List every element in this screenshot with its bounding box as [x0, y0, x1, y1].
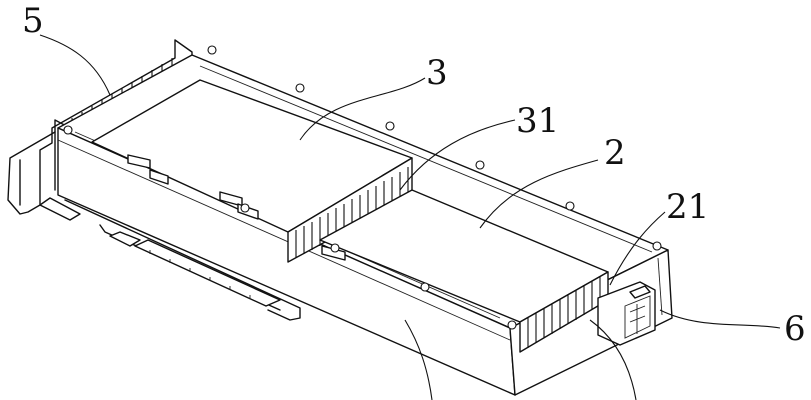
screw [565, 201, 575, 211]
callout-31: 31 [516, 101, 559, 141]
screw [240, 203, 250, 213]
heatsink-fins-21 [527, 276, 601, 348]
screw [507, 320, 517, 330]
screw [420, 282, 430, 292]
power-connector-6 [597, 281, 656, 346]
screw [295, 83, 305, 93]
screw [63, 125, 73, 135]
callout-6: 6 [784, 309, 806, 349]
heatsink-module-3 [91, 79, 413, 263]
heatsink-module-2 [319, 189, 609, 353]
heatsink-fins-31 [295, 167, 409, 258]
screw [475, 160, 485, 170]
pcb-edge [64, 199, 301, 321]
cover-screws [63, 45, 662, 330]
screw [652, 241, 662, 251]
screw [330, 243, 340, 253]
screw [385, 121, 395, 131]
callout-5: 5 [22, 1, 44, 41]
leader-lines [39, 34, 781, 400]
callout-3: 3 [426, 53, 448, 93]
callout-21: 21 [666, 187, 709, 227]
screw [207, 45, 217, 55]
callout-2: 2 [604, 133, 626, 173]
